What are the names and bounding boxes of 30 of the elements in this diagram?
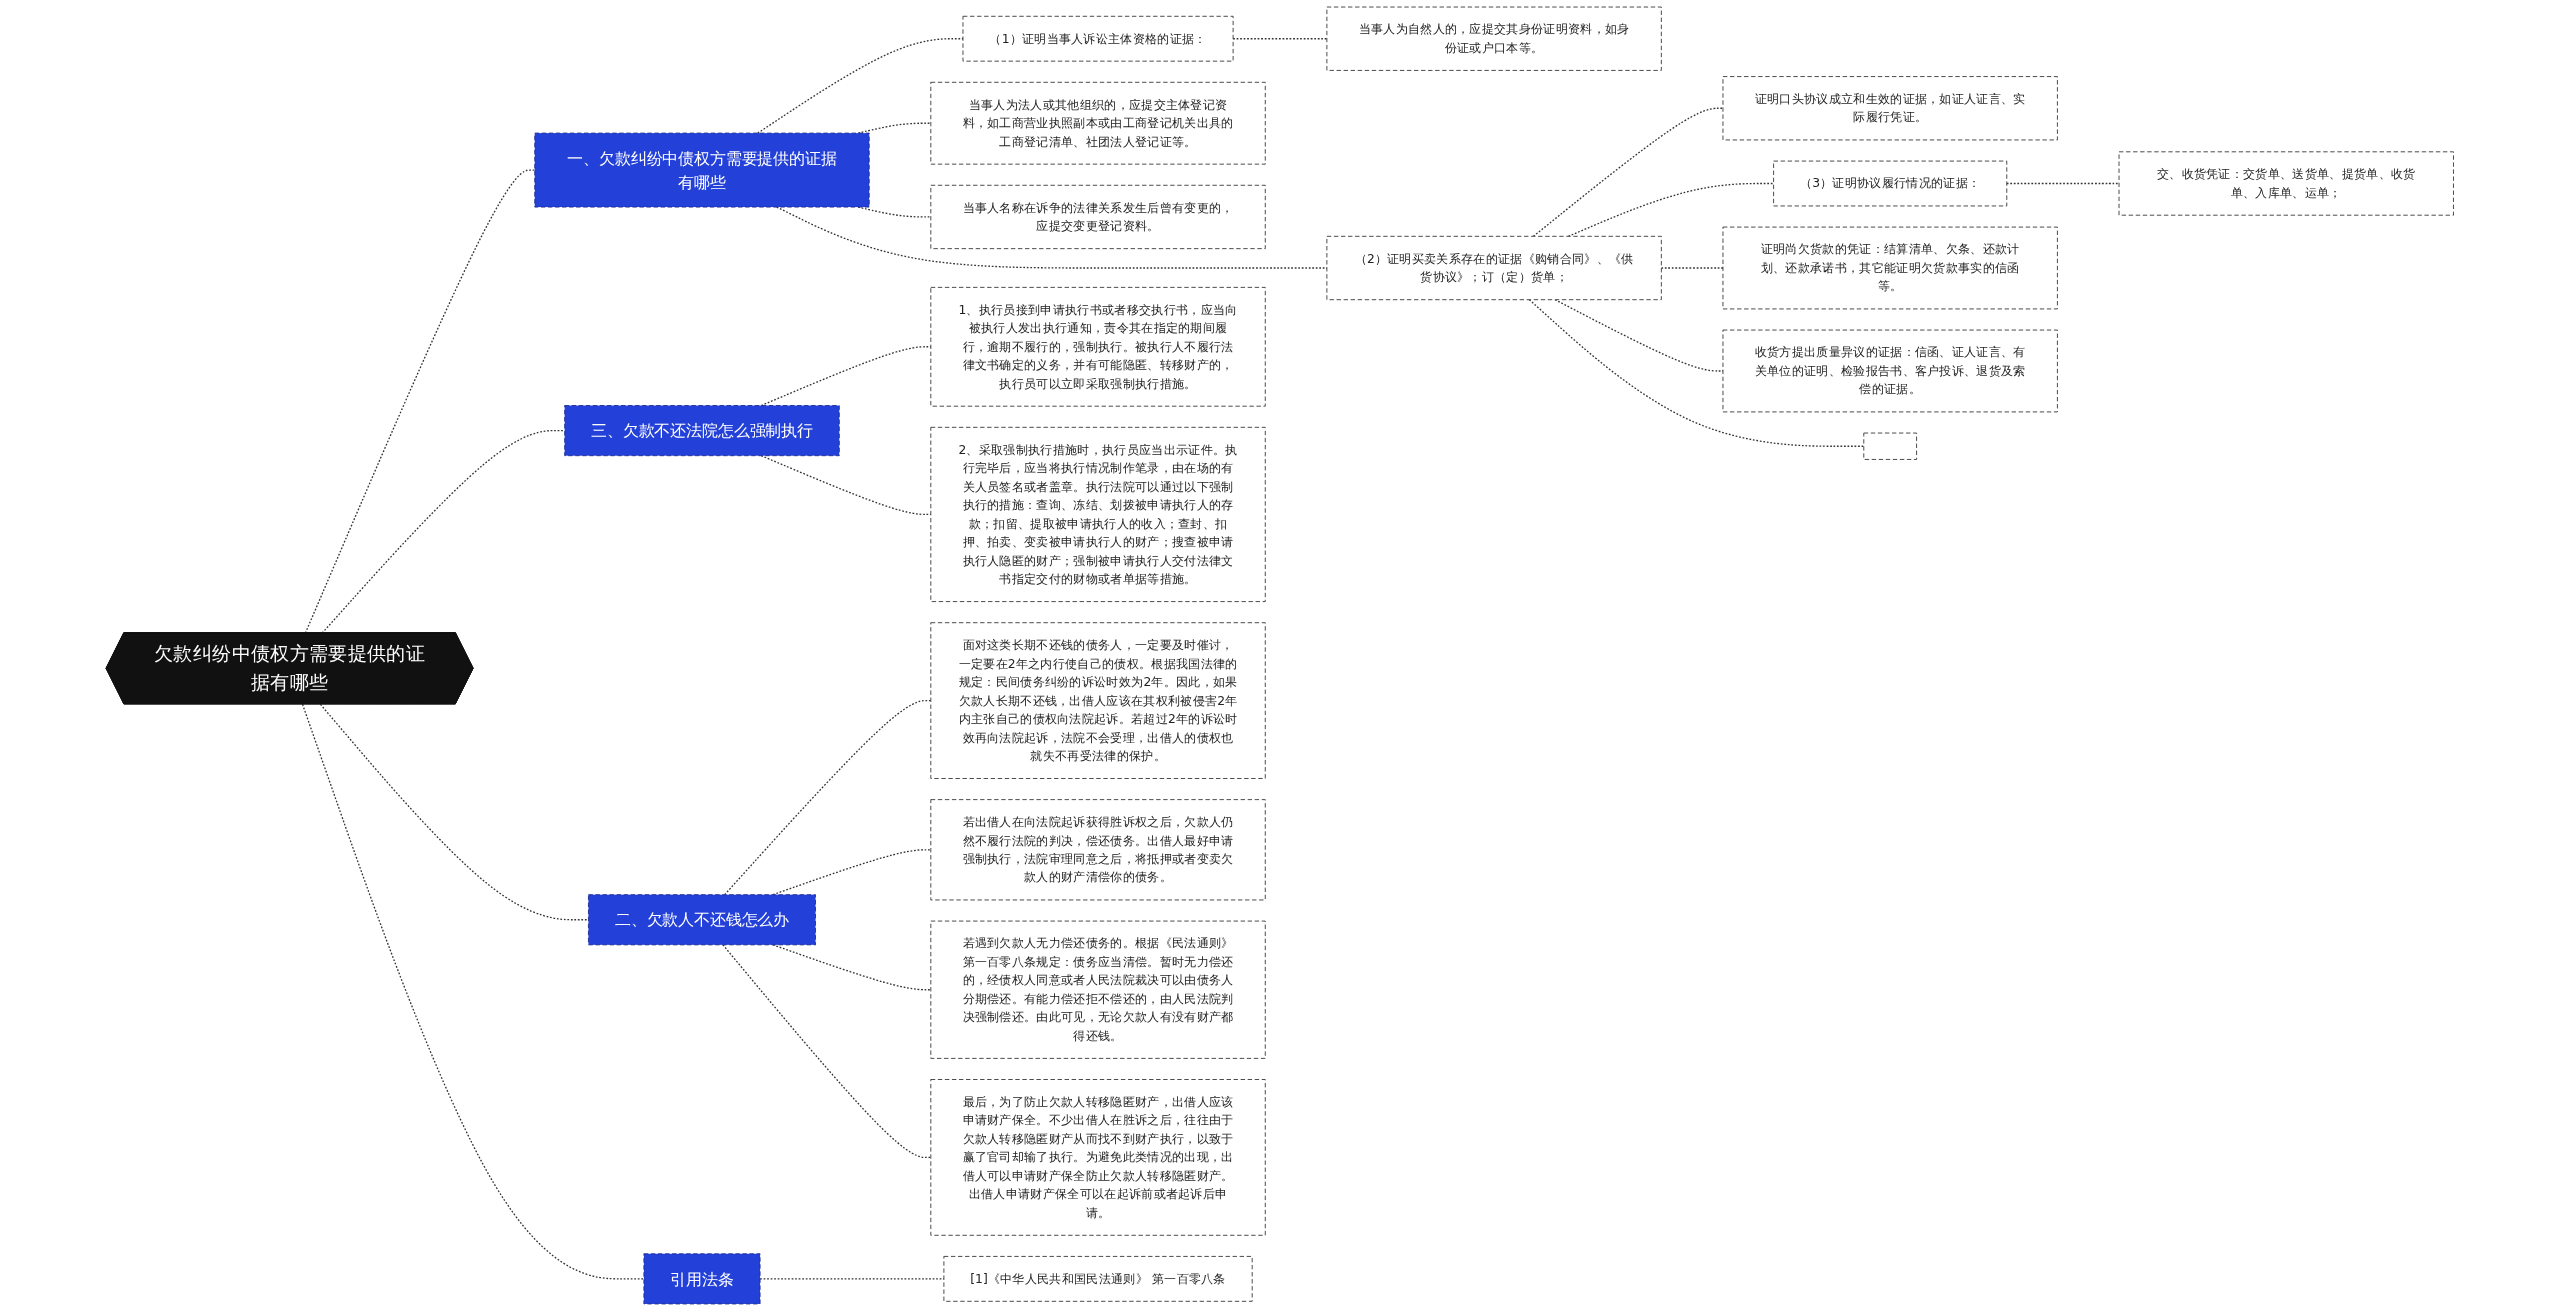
node-box: 引用法条 [643,1253,761,1305]
connector [724,699,932,896]
node-box: 证明口头协议成立和生效的证据，如证人证言、实际履行凭证。 [1722,76,2059,141]
connector [757,38,964,134]
node-box: 当事人为法人或其他组织的，应提交主体登记资料，如工商营业执照副本或由工商登记机关出具的工商登记清单、社团法人登记证等。 [930,81,1266,165]
node-box: 收货方提出质量异议的证据：信函、证人证言、有关单位的证明、检验报告书、客户投诉、退货及索偿的证据。 [1722,329,2059,413]
connector [1528,299,1865,447]
connector [302,703,645,1280]
node-box: 证明尚欠货款的凭证：结算清单、欠条、还款计划、还款承诺书，其它能证明欠货款事实的信函等。 [1722,226,2059,310]
node-box: 一、欠款纠纷中债权方需要提供的证据有哪些 [534,132,870,208]
node-box: 三、欠款不还法院怎么强制执行 [564,405,840,457]
node-box: （1）证明当事人诉讼主体资格的证据： [962,15,1234,62]
connector [722,944,932,1159]
node-box: 面对这类长期不还钱的债务人，一定要及时催讨，一定要在2年之内行使自己的债权。根据我国法律的规定：民间债务纠纷的诉讼时效为2年。因此，如果欠款人长期不还钱，出借人应该在其权利被侵害2年内主张自己的债权向法院起诉。若超过2年的诉讼时效再向法院起诉，法院不会受理，出借人的债权也就失不再受法律的保护。 [930,622,1266,779]
connector [1532,107,1724,237]
node-box: [1]《中华人民共和国民法通则》 第一百零八条 [943,1256,1253,1302]
node-box: （2）证明买卖关系存在的证据《购销合同》、《供货协议》；订（定）货单； [1326,235,1662,301]
node-box: 当事人为自然人的，应提交其身份证明资料，如身份证或户口本等。 [1326,6,1662,71]
node-box: 2、采取强制执行措施时，执行员应当出示证件。执行完毕后，应当将执行情况制作笔录，由在场的有关人员签名或者盖章。执行法院可以通过以下强制执行的措施：查询、冻结、划拨被申请执行人的存款；扣留、提取被申请执行人的收入；查封、扣押、拍卖、变卖被申请执行人的财产；搜查被申请执行人隐匿的财产；强制被申请执行人交付法律文书指定交付的财物或者单据等措施。 [930,426,1266,603]
node-box: 1、执行员接到申请执行书或者移交执行书，应当向被执行人发出执行通知，责令其在指定的期间履行，逾期不履行的，强制执行。被执行人不履行法律文书确定的义务，并有可能隐匿、转移财产的，执行员可以立即采取强制执行措施。 [930,286,1266,407]
connector [320,703,590,921]
node-box: 交、收货凭证：交货单、送货单、提货单、收货单、入库单、运单； [2118,151,2455,216]
node-box: 若出借人在向法院起诉获得胜诉权之后，欠款人仍然不履行法院的判决，偿还债务。出借人最好申请强制执行，法院审理同意之后，将抵押或者变卖欠款人的财产清偿你的债务。 [930,799,1266,901]
node-box [1863,432,1918,460]
node-box: 最后，为了防止欠款人转移隐匿财产，出借人应该申请财产保全。不少出借人在胜诉之后，往往由于欠款人转移隐匿财产从而找不到财产执行，以致于赢了官司却输了执行。为避免此类情况的出现，出借人可以申请财产保全防止欠款人转移隐匿财产。出借人申请财产保全可以在起诉前或者起诉后申请。 [930,1079,1266,1236]
node-box: 若遇到欠款人无力偿还债务的。根据《民法通则》第一百零八条规定：债务应当清偿。暂时无力偿还的，经债权人同意或者人民法院裁决可以由债务人分期偿还。有能力偿还拒不偿还的，由人民法院判决强制偿还。由此可见，无论欠款人有没有财产都得还钱。 [930,920,1266,1059]
node-box: 当事人名称在诉争的法律关系发生后曾有变更的，应提交变更登记资料。 [930,184,1266,250]
connector [1660,267,1724,269]
node-box: 二、欠款人不还钱怎么办 [588,894,817,946]
node-box: （3）证明协议履行情况的证据： [1773,160,2008,207]
